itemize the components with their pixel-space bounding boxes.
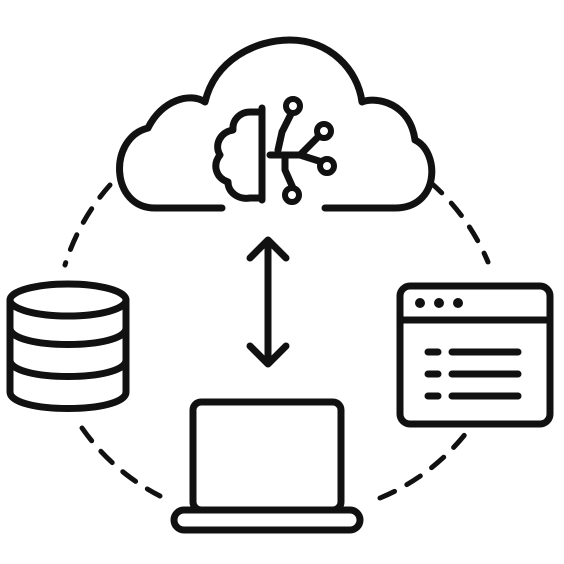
circuit-line-low xyxy=(281,151,297,192)
database-icon xyxy=(6,280,130,412)
circuit-icon xyxy=(266,96,337,205)
browser-dot-2 xyxy=(434,298,444,308)
database-body xyxy=(6,296,130,412)
browser-dot-1 xyxy=(415,298,425,308)
circuit-node-right-upper xyxy=(314,121,334,141)
browser-dot-3 xyxy=(453,298,463,308)
circuit-line-mid xyxy=(296,151,326,166)
arrow-head-up xyxy=(246,236,290,262)
ring-segment-bottom-left xyxy=(79,425,163,499)
ring-segment-bottom-right xyxy=(377,425,473,501)
circuit-node-bottom xyxy=(282,185,302,205)
ring-segment-top-left xyxy=(62,182,113,268)
database-band-lower xyxy=(6,356,130,380)
browser-frame xyxy=(396,282,554,428)
arrow-head-down xyxy=(246,342,290,368)
bidirectional-arrow-icon xyxy=(246,236,290,368)
connection-ring xyxy=(62,179,491,501)
laptop-screen xyxy=(189,398,345,514)
circuit-node-right-lower xyxy=(317,156,337,176)
circuit-node-top xyxy=(283,96,303,116)
cloud-ai-brain-icon xyxy=(116,36,436,212)
laptop-icon xyxy=(170,398,364,534)
circuit-line-top xyxy=(274,108,296,154)
ring-segment-top-right xyxy=(427,179,491,265)
brain-outline xyxy=(212,108,266,202)
cloud-outline xyxy=(116,36,436,212)
laptop-base xyxy=(170,506,364,534)
database-band-upper xyxy=(6,324,130,348)
browser-window-icon xyxy=(396,282,554,428)
database-top xyxy=(6,280,130,320)
